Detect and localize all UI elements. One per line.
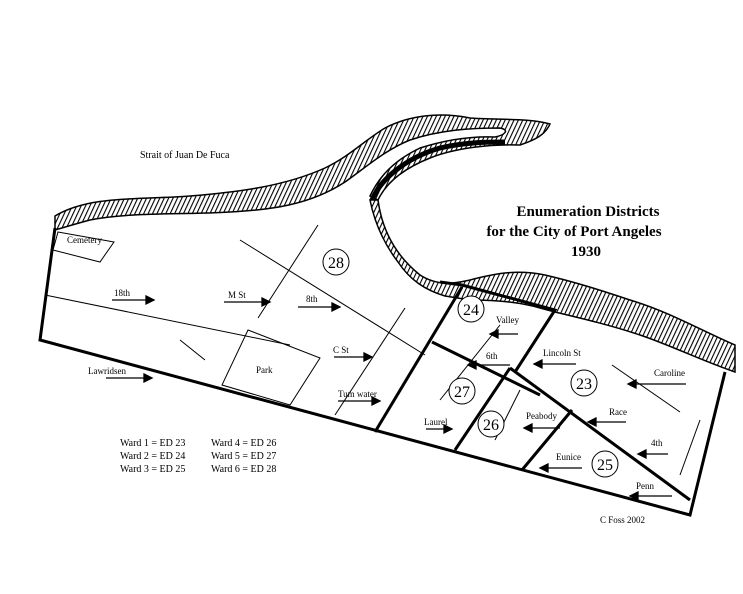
arrow-left-icon [628, 490, 672, 502]
ediz-hook [369, 139, 506, 202]
ward-legend: Ward 1 = ED 23 Ward 2 = ED 24 Ward 3 = E… [120, 438, 276, 475]
arrow-right-icon [106, 372, 154, 384]
map-title-line3: 1930 [571, 244, 601, 260]
arrow-left-icon [532, 358, 576, 370]
city-boundary [38, 227, 727, 517]
ward-legend-item: Ward 5 = ED 27 [211, 451, 276, 462]
street-label-4th: 4th [651, 438, 663, 448]
svg-text:28: 28 [328, 255, 344, 272]
street-label-peabody: Peabody [526, 411, 557, 421]
ed-marker-26: 26 [477, 410, 505, 438]
street-label-6th: 6th [486, 351, 498, 361]
cemetery-label: Cemetery [67, 235, 102, 245]
arrow-left-icon [538, 462, 582, 474]
svg-text:25: 25 [597, 457, 613, 474]
map-credit: C Foss 2002 [600, 515, 645, 525]
street-lines [44, 224, 701, 476]
svg-text:24: 24 [463, 302, 479, 319]
ward-legend-item: Ward 3 = ED 25 [120, 464, 185, 475]
district-boundaries [373, 280, 691, 502]
street-label-c-st: C St [333, 345, 349, 355]
street-label-caroline: Caroline [654, 368, 685, 378]
map-title-line1: Enumeration Districts [517, 204, 660, 220]
arrow-right-icon [338, 395, 382, 407]
ed-marker-27: 27 [448, 377, 476, 405]
cemetery-outline [52, 231, 115, 263]
ed-marker-28: 28 [322, 248, 350, 276]
arrow-right-icon [334, 351, 374, 363]
arrow-left-icon [522, 422, 560, 434]
shoreline-west [54, 114, 552, 231]
water-label: Strait of Juan De Fuca [140, 150, 230, 161]
street-label-laurel: Laurel [424, 417, 448, 427]
ward-legend-item: Ward 6 = ED 28 [211, 464, 276, 475]
ed-marker-24: 24 [457, 295, 485, 323]
ward-legend-item: Ward 2 = ED 24 [120, 451, 185, 462]
arrow-left-icon [488, 328, 518, 340]
street-label-lincoln: Lincoln St [543, 348, 581, 358]
arrow-left-icon [636, 448, 668, 460]
park-label: Park [256, 365, 273, 375]
svg-text:23: 23 [576, 376, 592, 393]
map-title-line2: for the City of Port Angeles [486, 224, 661, 240]
arrow-right-icon [298, 301, 342, 313]
svg-text:27: 27 [454, 384, 470, 401]
shoreline-east [369, 199, 736, 374]
street-label-m-st: M St [228, 290, 246, 300]
street-label-8th: 8th [306, 294, 318, 304]
arrow-right-icon [426, 423, 454, 435]
street-label-penn: Penn [636, 481, 655, 491]
street-label-18th: 18th [114, 288, 131, 298]
ward-legend-item: Ward 1 = ED 23 [120, 438, 185, 449]
street-label-tumwater: Tum water [338, 389, 377, 399]
street-label-lawridsen: Lawridsen [88, 366, 126, 376]
arrow-left-icon [626, 378, 686, 390]
ed-marker-23: 23 [570, 369, 598, 397]
arrow-right-icon [224, 296, 272, 308]
street-label-valley: Valley [496, 315, 519, 325]
arrow-left-icon [466, 359, 510, 371]
arrow-left-icon [586, 416, 626, 428]
street-label-eunice: Eunice [556, 452, 581, 462]
street-arrows [106, 294, 686, 502]
ed-marker-25: 25 [591, 450, 619, 478]
arrow-right-icon [112, 294, 156, 306]
ward-legend-item: Ward 4 = ED 26 [211, 438, 276, 449]
svg-text:26: 26 [483, 417, 499, 434]
park-outline [221, 329, 321, 406]
street-label-race: Race [609, 407, 627, 417]
